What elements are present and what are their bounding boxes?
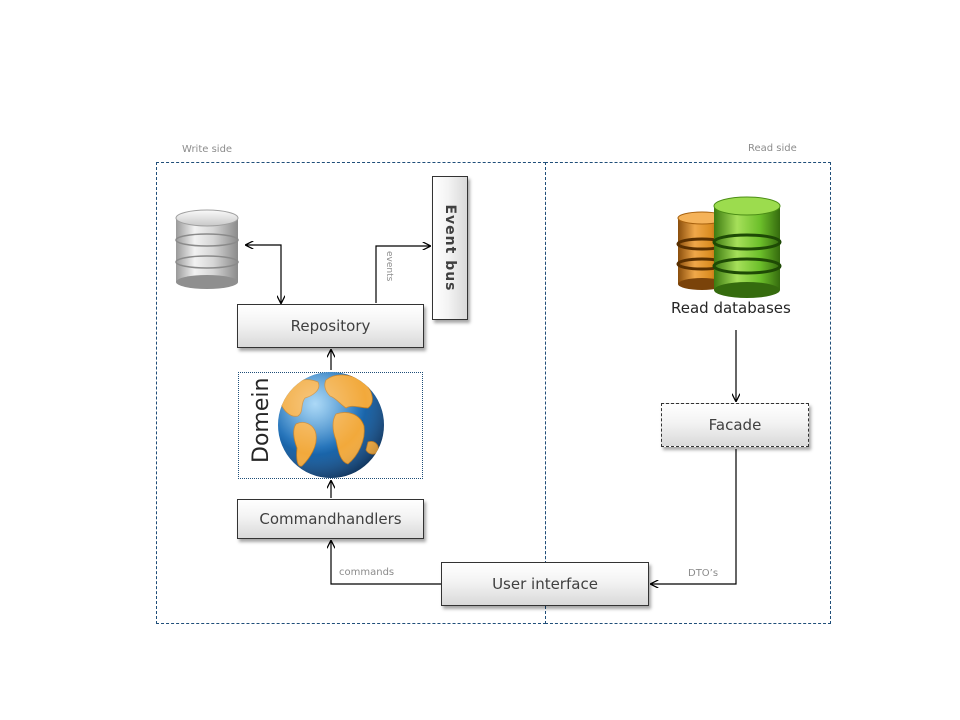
event-bus-label: Event bus	[442, 204, 458, 292]
events-label: events	[384, 251, 394, 282]
commands-label: commands	[339, 567, 395, 578]
user-interface-box: User interface	[441, 562, 649, 606]
read-databases-label: Read databases	[671, 299, 791, 317]
domain-title: Domein	[249, 377, 274, 463]
facade-box: Facade	[661, 403, 809, 447]
commandhandlers-box: Commandhandlers	[237, 499, 424, 539]
ui-commandhandlers-connector	[331, 541, 441, 585]
write-side-label: Write side	[182, 144, 233, 155]
repository-eventbus-connector	[375, 246, 430, 303]
facade-ui-connector	[651, 449, 737, 584]
read-side-region	[545, 162, 831, 624]
event-bus-box: Event bus	[432, 176, 468, 320]
repository-box: Repository	[237, 304, 424, 348]
read-side-label: Read side	[748, 143, 797, 154]
db-repository-connector	[246, 245, 281, 303]
dtos-label: DTO’s	[688, 568, 719, 579]
